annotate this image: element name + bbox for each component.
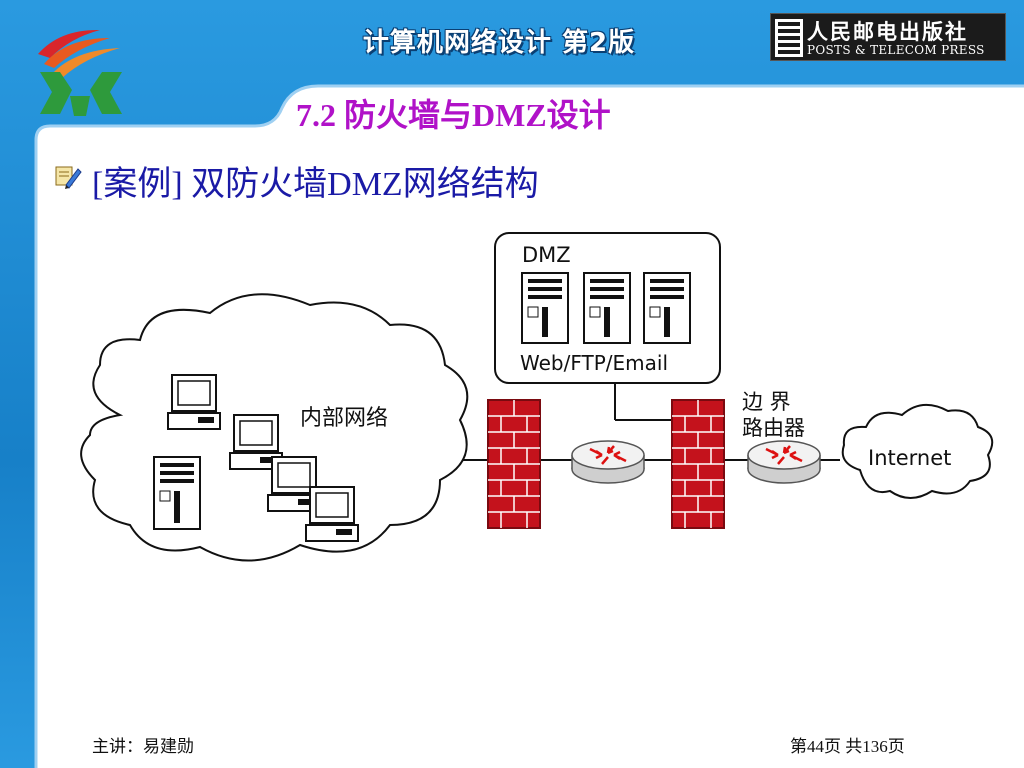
dmz-server-icon xyxy=(643,272,691,344)
server-tower-icon xyxy=(153,456,201,530)
network-diagram: 内部网络 DMZ xyxy=(80,232,994,562)
dmz-server-icon xyxy=(521,272,569,344)
case-heading: [案例] 双防火墙DMZ网络结构 xyxy=(92,166,539,203)
lecturer-credit: 主讲：易建勋 xyxy=(92,737,194,756)
publisher-emblem-icon xyxy=(775,19,803,57)
page-indicator: 第44页 共136页 xyxy=(790,737,905,756)
publisher-name-en: POSTS & TELECOM PRESS xyxy=(807,43,985,57)
firewall-icon xyxy=(671,399,725,529)
border-router-label-line2: 路由器 xyxy=(742,416,805,440)
workstation-icon xyxy=(167,374,221,430)
course-title: 计算机网络设计 第2版 xyxy=(362,28,636,58)
internet-cloud xyxy=(841,404,994,499)
firewall-icon xyxy=(487,399,541,529)
publisher-name-cn: 人民邮电出版社 xyxy=(807,19,968,44)
textbook-logo xyxy=(38,29,122,116)
dmz-services-label: Web/FTP/Email xyxy=(520,351,668,375)
internet-label: Internet xyxy=(868,446,951,470)
border-router-label-line1: 边 界 xyxy=(742,390,791,414)
internal-network-label: 内部网络 xyxy=(300,406,388,431)
publisher-logo: 人民邮电出版社 POSTS & TELECOM PRESS xyxy=(770,13,1006,61)
section-title: 7.2 防火墙与DMZ设计 xyxy=(296,97,611,133)
pencil-bullet-icon xyxy=(55,166,82,189)
workstation-icon xyxy=(305,486,359,542)
router-icon xyxy=(571,440,645,484)
workstation-icon xyxy=(267,456,321,512)
workstation-icon xyxy=(229,414,283,470)
dmz-label: DMZ xyxy=(522,243,571,267)
border-router-icon xyxy=(747,440,821,484)
dmz-server-icon xyxy=(583,272,631,344)
